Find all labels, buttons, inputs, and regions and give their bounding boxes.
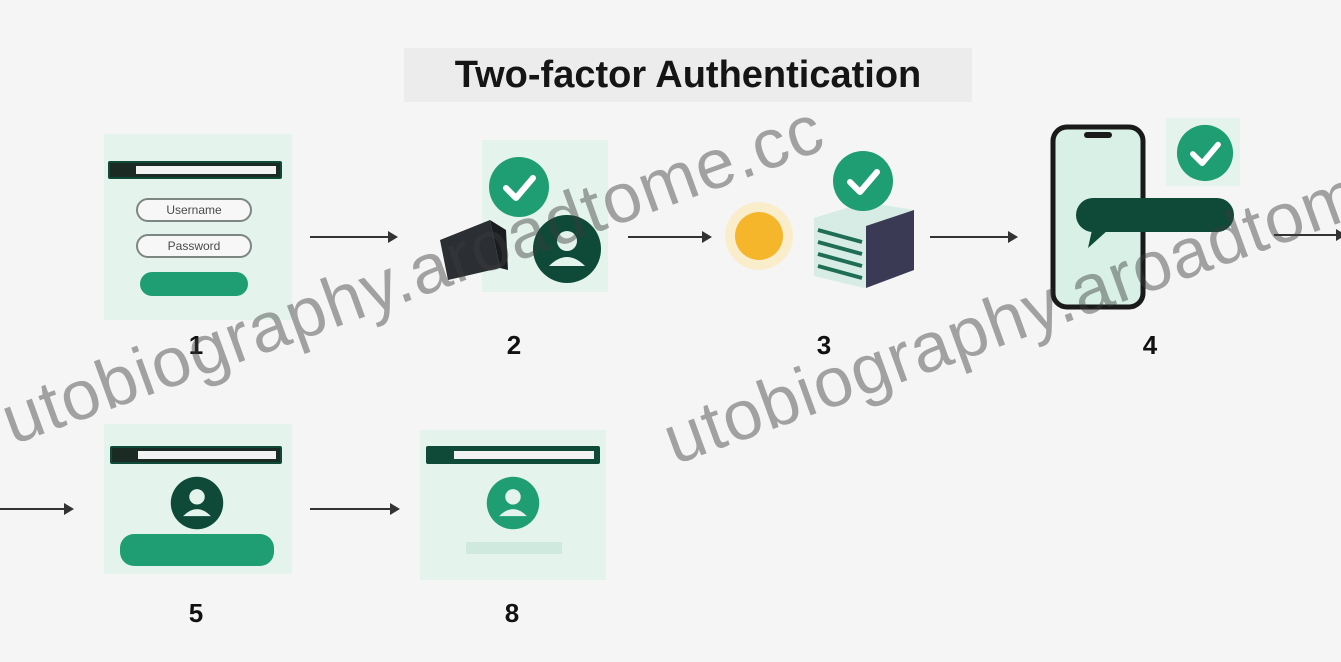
user-avatar-icon xyxy=(486,476,540,530)
step-number-1: 1 xyxy=(188,330,204,360)
step-number-4: 4 xyxy=(1142,330,1158,360)
step-number-8: 8 xyxy=(504,598,520,628)
step-number-5: 5 xyxy=(188,598,204,628)
step-number-3: 3 xyxy=(816,330,832,360)
username-field: Username xyxy=(136,198,252,222)
step8-welcome-label xyxy=(466,542,562,554)
step8-browser-bar xyxy=(426,446,600,464)
arrow-into-5 xyxy=(0,503,74,515)
check-icon xyxy=(489,157,549,217)
diagram-title: Two-factor Authentication xyxy=(404,48,972,102)
check-icon xyxy=(1176,124,1234,182)
login-button xyxy=(140,272,248,296)
check-icon xyxy=(833,151,893,211)
step2-illustration xyxy=(440,220,508,280)
arrow-1-to-2 xyxy=(310,231,398,243)
password-field: Password xyxy=(136,234,252,258)
arrow-2-to-3 xyxy=(628,231,712,243)
user-avatar-icon xyxy=(170,476,224,530)
sun-code-icon xyxy=(725,202,793,270)
step-number-2: 2 xyxy=(506,330,522,360)
code-message-bubble xyxy=(1076,198,1234,248)
step5-action-button xyxy=(120,534,274,566)
laptop-stack-icon xyxy=(814,202,914,288)
arrow-5-to-8 xyxy=(310,503,400,515)
arrow-3-to-4 xyxy=(930,231,1018,243)
user-avatar-icon xyxy=(533,215,601,283)
step1-browser-bar xyxy=(108,161,282,179)
arrow-4-to-next xyxy=(1274,229,1341,241)
step5-browser-bar xyxy=(110,446,282,464)
